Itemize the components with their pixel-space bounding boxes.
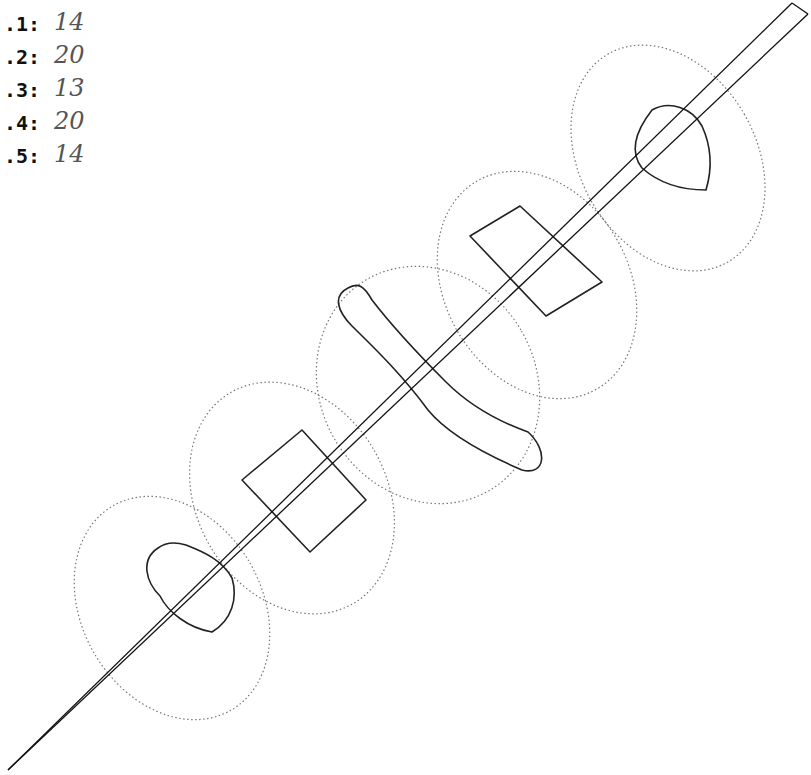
- dotted-ellipse: [35, 461, 309, 755]
- mushroom-piece: [147, 543, 234, 632]
- item-number: .2:: [4, 47, 40, 67]
- item-value: 13: [54, 76, 85, 100]
- item-value: 20: [54, 43, 85, 67]
- dotted-ellipse: [273, 225, 582, 544]
- item-value: 14: [54, 10, 85, 34]
- mushroom-piece: [635, 106, 710, 190]
- long-piece: [338, 285, 541, 471]
- item-number: .3:: [4, 80, 40, 100]
- item-number: .5:: [4, 146, 40, 166]
- skewer-edge: [8, 14, 808, 770]
- dotted-ellipse: [397, 135, 676, 435]
- dotted-ellipse: [149, 345, 436, 651]
- skewer-edge: [8, 3, 792, 770]
- item-number: .4:: [4, 113, 40, 133]
- item-number: .1:: [4, 14, 40, 34]
- skewer-end: [792, 3, 808, 14]
- item-value: 14: [54, 142, 85, 166]
- dotted-ellipse: [532, 10, 804, 306]
- item-value: 20: [54, 109, 85, 133]
